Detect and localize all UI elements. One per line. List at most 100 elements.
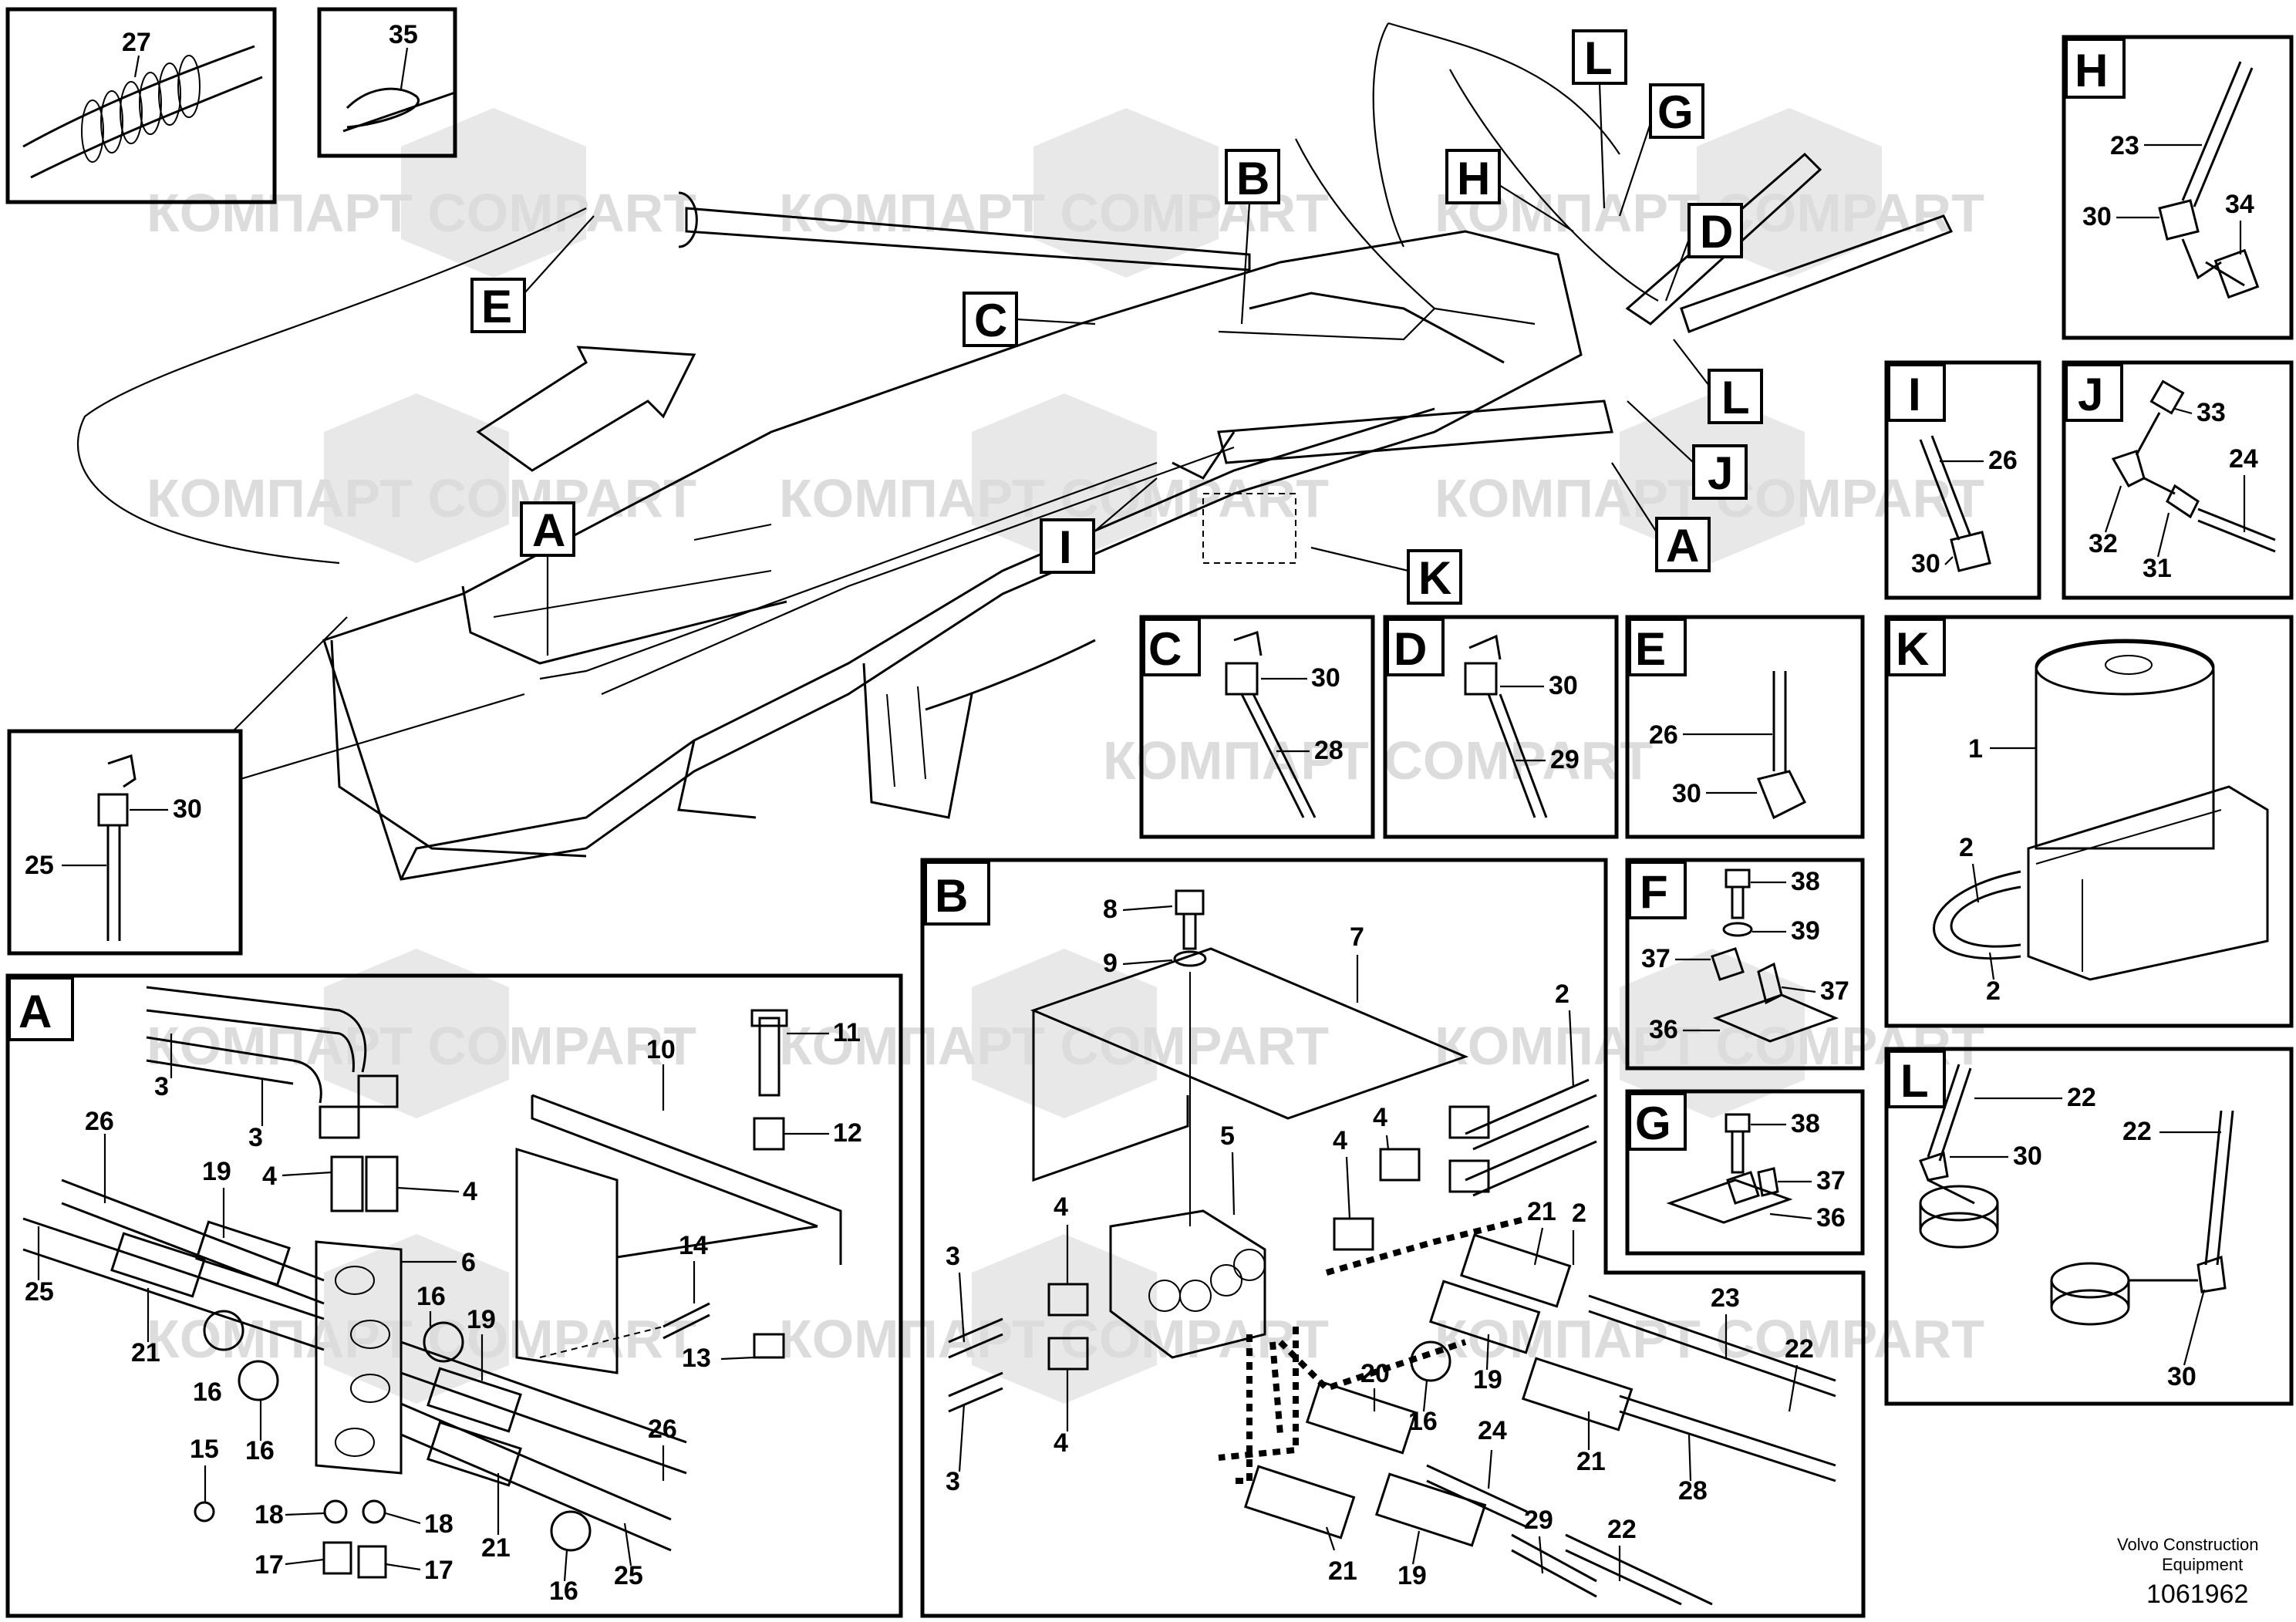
part-label: 2 (1555, 980, 1569, 1009)
part-label: 16 (245, 1436, 275, 1465)
part-label: 37 (1820, 976, 1849, 1006)
part-label: 4 (1054, 1428, 1068, 1458)
watermark-text: КОМПАРТ COMPART (147, 183, 696, 243)
watermark-text: КОМПАРТ COMPART (1103, 730, 1653, 791)
part-label: 26 (1649, 720, 1678, 750)
part-label: 5 (1220, 1121, 1235, 1151)
part-label: 28 (1678, 1476, 1708, 1506)
panel-letter: I (1908, 369, 1921, 420)
panel-letter: K (1896, 623, 1929, 675)
panel-letter: L (1900, 1055, 1929, 1107)
part-label: 21 (481, 1533, 511, 1563)
panel-B-labels: 8 9 7 2 4 4 5 4 4 3 2 3 21 21 23 (946, 895, 1814, 1590)
part-label: 20 (1360, 1359, 1390, 1388)
detail-panel-D: D 30 29 (1383, 615, 1619, 839)
part-label: 21 (1527, 1197, 1556, 1226)
watermark-text: КОМПАРТ COMPART (1435, 1309, 1984, 1369)
panel-letter: H (2075, 45, 2108, 96)
part-label: 8 (1103, 895, 1118, 924)
callout-L-top: L (1584, 32, 1613, 84)
part-label: 37 (1641, 944, 1671, 973)
part-label: 2 (1959, 833, 1974, 862)
watermark-text: КОМПАРТ COMPART (147, 468, 696, 528)
part-label: 16 (193, 1378, 222, 1407)
watermark-text: КОМПАРТ COMPART (147, 1016, 696, 1076)
part-label: 4 (463, 1177, 477, 1206)
part-label: 29 (1550, 745, 1580, 774)
detail-panel-J: J 33 24 32 31 (2062, 360, 2294, 600)
callout-H: H (1457, 153, 1490, 204)
part-label: 22 (2067, 1083, 2096, 1112)
part-label: 30 (173, 794, 202, 824)
panel-letter: J (2078, 369, 2103, 420)
panel-letter: G (1635, 1098, 1671, 1149)
document-number: 1061962 (2146, 1580, 2248, 1609)
part-label: 19 (202, 1157, 231, 1186)
part-label: 9 (1103, 949, 1118, 978)
detail-panel-H: H 23 30 34 (2062, 35, 2294, 340)
part-label: 30 (1911, 549, 1940, 578)
callout-A: A (532, 504, 565, 556)
brand-line-1: Volvo Construction (2117, 1535, 2258, 1554)
part-label: 18 (424, 1509, 453, 1539)
part-label: 19 (1397, 1561, 1427, 1590)
part-label: 4 (262, 1162, 277, 1191)
part-label: 3 (248, 1123, 263, 1152)
part-label: 10 (646, 1035, 676, 1064)
part-label: 17 (255, 1550, 284, 1580)
part-label: 22 (1785, 1334, 1814, 1364)
part-label: 29 (1524, 1506, 1553, 1535)
panel-letter: B (935, 870, 968, 922)
detail-panel-I: I 26 30 (1884, 360, 2041, 600)
part-label: 33 (2197, 398, 2226, 427)
callout-L-right: L (1721, 372, 1750, 423)
part-label: 26 (1988, 446, 2018, 475)
part-label: 23 (2110, 131, 2139, 160)
panel-letter: F (1640, 866, 1668, 918)
main-view-callout-tags: E C B H L G D L J (470, 29, 1763, 656)
part-label: 22 (2122, 1117, 2152, 1146)
part-label: 12 (833, 1118, 862, 1148)
panel-letter: D (1394, 623, 1427, 675)
main-assembly-view: E C B H L G D L J (76, 22, 1954, 881)
callout-B: B (1236, 153, 1269, 204)
part-label: 17 (424, 1556, 453, 1585)
part-label: 30 (1311, 663, 1340, 693)
part-label: 39 (1791, 916, 1820, 946)
part-label: 16 (416, 1282, 446, 1311)
part-label: 31 (2143, 554, 2172, 583)
part-label: 14 (679, 1231, 708, 1260)
panel-A-labels: 3 3 26 19 4 4 6 11 10 12 25 21 16 (25, 1018, 862, 1606)
part-label: 15 (190, 1435, 219, 1464)
part-label: 36 (1816, 1203, 1846, 1233)
part-label: 1 (1968, 734, 1983, 764)
part-label: 24 (1478, 1416, 1507, 1445)
callout-I: I (1059, 521, 1072, 573)
detail-panel-E: E 26 30 (1625, 615, 1865, 839)
callout-C: C (974, 295, 1007, 346)
part-label: 7 (1350, 922, 1364, 952)
part-label: 22 (1607, 1515, 1637, 1544)
callout-D: A (1666, 520, 1699, 572)
detail-panel-B: B (920, 858, 1866, 1618)
part-label: 37 (1816, 1166, 1846, 1195)
part-label: 35 (389, 20, 418, 49)
footer: Volvo Construction Equipment 1061962 (2117, 1535, 2258, 1609)
part-label: 30 (1672, 779, 1701, 808)
part-label: 18 (255, 1500, 284, 1529)
part-label: 34 (2225, 190, 2254, 219)
detail-panel-35: 35 (317, 7, 457, 158)
part-label: 25 (614, 1561, 643, 1590)
part-label: 21 (1576, 1447, 1606, 1476)
part-label: 21 (1328, 1556, 1357, 1586)
part-label: 26 (85, 1107, 114, 1136)
part-label: 25 (25, 851, 54, 880)
part-label: 27 (122, 28, 151, 57)
part-label: 2 (1986, 976, 2001, 1006)
part-label: 24 (2229, 444, 2258, 474)
part-label: 38 (1791, 867, 1820, 896)
part-label: 25 (25, 1277, 54, 1307)
detail-panel-G: G 38 37 36 (1625, 1089, 1865, 1256)
part-label: 16 (549, 1576, 578, 1606)
part-label: 28 (1314, 736, 1344, 765)
